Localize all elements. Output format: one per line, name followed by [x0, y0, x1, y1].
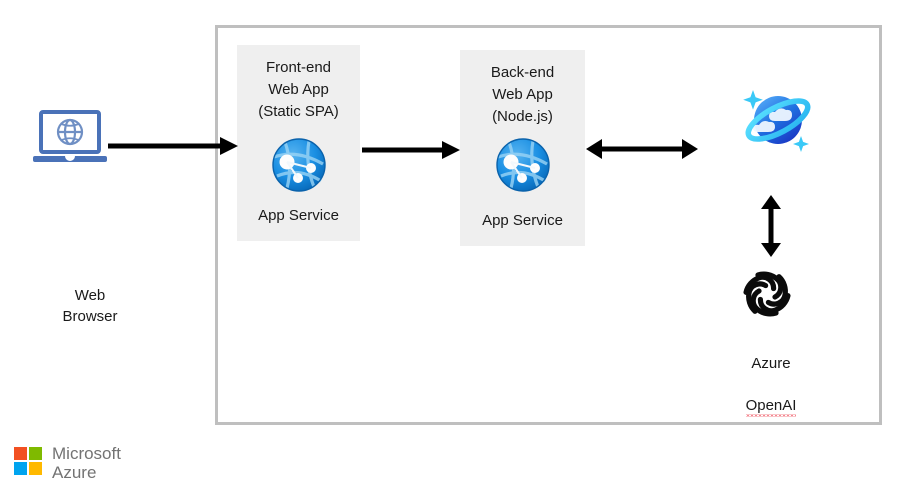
cosmos-db-planet-icon: [743, 90, 811, 152]
microsoft-azure-wordmark: Microsoft Azure: [52, 444, 121, 482]
azure-openai-label-line1: Azure: [751, 355, 791, 372]
web-browser-label: Web Browser: [62, 287, 118, 325]
connector-browser-to-frontend: [108, 137, 238, 155]
sparkle-upper-left: [743, 90, 763, 110]
app-service-icon: [495, 138, 550, 192]
sparkle-lower-right: [793, 136, 809, 152]
backend-web-app-title: Back-end Web App (Node.js): [490, 64, 555, 125]
openai-knot-icon: [743, 271, 791, 317]
microsoft-square-red: [14, 447, 27, 460]
app-service-icon: [271, 138, 326, 192]
azure-cloud-boundary: [215, 25, 882, 425]
connector-frontend-to-backend: [362, 141, 460, 159]
laptop-globe-icon: [33, 110, 107, 162]
azure-openai-label: Azure OpenAI: [715, 332, 827, 437]
frontend-web-app-title: Front-end Web App (Static SPA): [258, 59, 339, 120]
node-backend-web-app: Back-end Web App (Node.js) App Service: [460, 50, 585, 246]
node-web-browser: Web Browser: [20, 110, 120, 325]
node-azure-cosmos-db: Azure Cosmos DB: [700, 80, 875, 185]
microsoft-logo-squares-icon: [14, 447, 44, 477]
connector-backend-to-cosmos: [586, 139, 698, 159]
node-frontend-web-app: Front-end Web App (Static SPA) App Servi…: [237, 45, 360, 241]
microsoft-square-blue: [14, 462, 27, 475]
connector-cosmos-to-openai: [761, 195, 781, 257]
frontend-app-service-caption: App Service: [258, 207, 339, 224]
microsoft-azure-logo: Microsoft Azure: [14, 444, 154, 482]
azure-openai-label-line2: OpenAI: [745, 397, 797, 417]
microsoft-square-yellow: [29, 462, 42, 475]
node-azure-openai: [735, 262, 807, 334]
backend-app-service-caption: App Service: [482, 212, 563, 229]
microsoft-square-green: [29, 447, 42, 460]
